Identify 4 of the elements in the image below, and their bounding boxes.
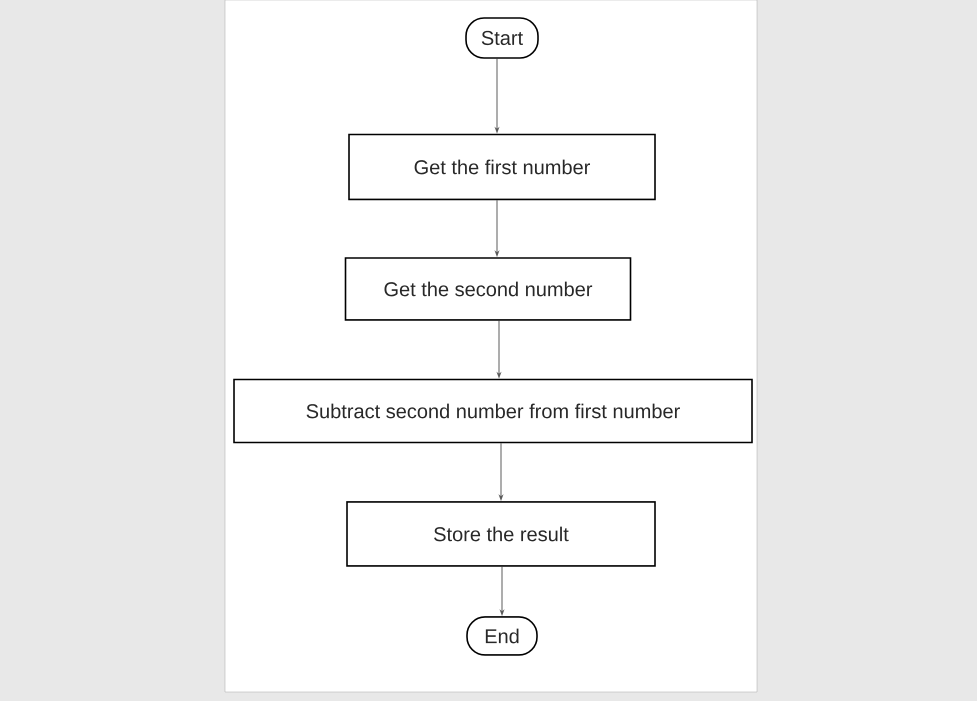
process-box: Subtract second number from first number — [233, 378, 753, 444]
process-box: Store the result — [346, 501, 656, 567]
process-box: Get the second number — [344, 257, 632, 321]
process-box: Get the first number — [348, 134, 656, 200]
